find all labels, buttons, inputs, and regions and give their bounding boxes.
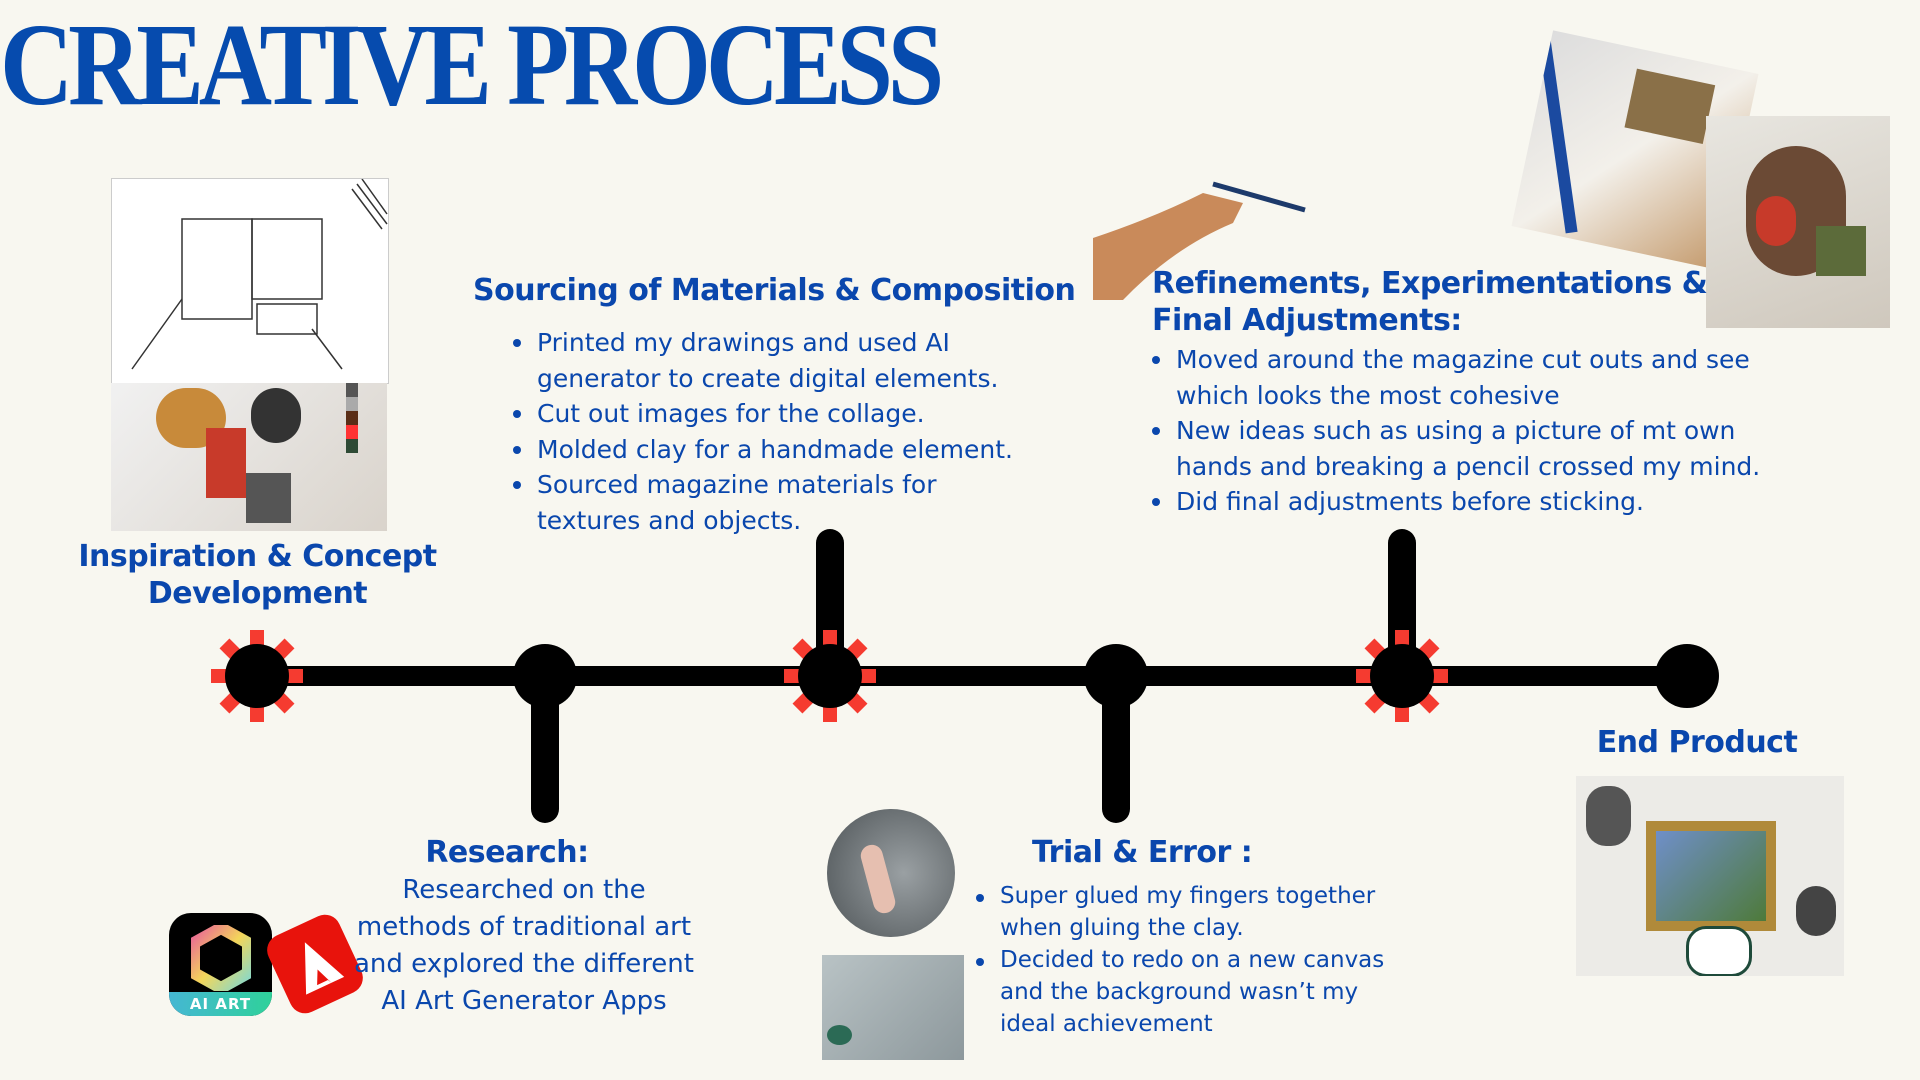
inspiration-heading: Inspiration & Concept Development xyxy=(60,538,455,612)
canvas-photo xyxy=(822,955,964,1060)
burst-ray xyxy=(1430,669,1448,683)
node-refinements xyxy=(1370,644,1434,708)
list-item: Super glued my fingers together when glu… xyxy=(974,880,1390,944)
refinements-heading: Refinements, Experimentations & Final Ad… xyxy=(1152,265,1708,339)
burst-ray xyxy=(250,704,264,722)
node-end xyxy=(1655,644,1719,708)
refinements-heading-line1: Refinements, Experimentations & xyxy=(1152,266,1708,301)
collage-photo-2 xyxy=(1706,116,1890,328)
sourcing-bullets: Printed my drawings and used AI generato… xyxy=(511,325,1031,538)
sketch-image xyxy=(111,178,389,384)
burst-ray xyxy=(784,669,802,683)
burst-ray xyxy=(823,704,837,722)
burst-ray xyxy=(823,630,837,648)
ai-art-app-icon[interactable]: AI ART xyxy=(169,913,272,1016)
page-title: CREATIVE PROCESS xyxy=(0,0,944,130)
ai-art-label: AI ART xyxy=(169,992,272,1016)
node-sourcing xyxy=(798,644,862,708)
stem-trial xyxy=(1102,676,1130,823)
trial-heading: Trial & Error : xyxy=(1032,835,1253,870)
list-item: Printed my drawings and used AI generato… xyxy=(511,325,1031,396)
inspiration-heading-line2: Development xyxy=(147,576,368,611)
burst-ray xyxy=(858,669,876,683)
refinements-bullets: Moved around the magazine cut outs and s… xyxy=(1150,342,1800,520)
list-item: New ideas such as using a picture of mt … xyxy=(1150,413,1816,484)
list-item: Did final adjustments before sticking. xyxy=(1150,484,1800,520)
timeline-line xyxy=(257,666,1687,686)
adobe-firefly-app-icon[interactable] xyxy=(261,909,369,1019)
a-logo-icon xyxy=(304,942,345,995)
list-item: Decided to redo on a new canvas and the … xyxy=(974,944,1404,1040)
research-line: and explored the different xyxy=(354,949,694,979)
list-item: Moved around the magazine cut outs and s… xyxy=(1150,342,1776,413)
node-research xyxy=(513,644,577,708)
stem-research xyxy=(531,676,559,823)
g-logo-icon xyxy=(191,925,251,991)
end-product-heading: End Product xyxy=(1596,725,1798,760)
burst-ray xyxy=(250,630,264,648)
burst-ray xyxy=(1395,630,1409,648)
research-line: methods of traditional art xyxy=(356,912,692,942)
burst-ray xyxy=(1356,669,1374,683)
node-inspiration xyxy=(225,644,289,708)
sourcing-heading: Sourcing of Materials & Composition xyxy=(473,273,1076,308)
trial-bullets: Super glued my fingers together when glu… xyxy=(974,880,1404,1040)
list-item: Sourced magazine materials for textures … xyxy=(511,467,977,538)
list-item: Molded clay for a handmade element. xyxy=(511,432,1031,468)
node-trial xyxy=(1084,644,1148,708)
refinements-heading-line2: Final Adjustments: xyxy=(1152,303,1462,338)
research-body: Researched on the methods of traditional… xyxy=(334,872,714,1020)
clay-fingers-photo xyxy=(827,809,955,937)
end-product-image xyxy=(1576,776,1844,976)
hand-pencil-image xyxy=(1093,178,1308,300)
burst-ray xyxy=(1395,704,1409,722)
burst-ray xyxy=(285,669,303,683)
research-line: AI Art Generator Apps xyxy=(381,986,667,1016)
inspiration-heading-line1: Inspiration & Concept xyxy=(78,539,437,574)
research-heading: Research: xyxy=(425,835,589,870)
moodboard-image xyxy=(111,383,387,531)
burst-ray xyxy=(211,669,229,683)
research-line: Researched on the xyxy=(402,875,646,905)
list-item: Cut out images for the collage. xyxy=(511,396,1031,432)
